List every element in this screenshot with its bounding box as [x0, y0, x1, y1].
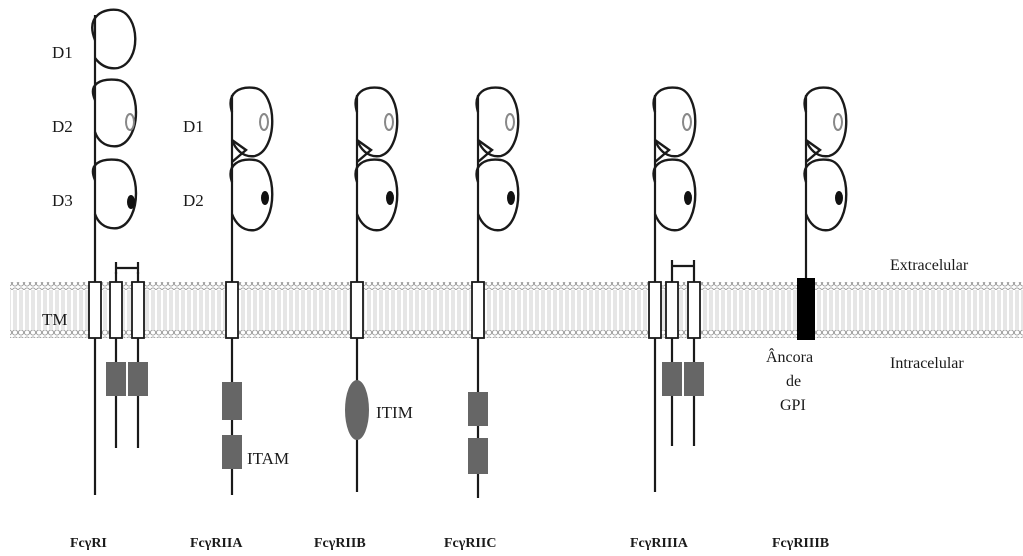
receptor-name-fcgri: FcγRI: [70, 536, 107, 551]
itam-label: ITAM: [247, 449, 289, 468]
membrane-inner-heads: [10, 330, 1023, 338]
receptor-name-fcgriic: FcγRIIC: [444, 536, 496, 551]
itim-label: ITIM: [376, 403, 413, 422]
receptor-name-fcgriia: FcγRIIA: [190, 536, 243, 551]
receptor-name-fcgriiia: FcγRIIIA: [630, 536, 689, 551]
receptor-fcgri: [89, 10, 148, 495]
receptor-name-fcgriiib: FcγRIIIB: [772, 536, 829, 551]
domain-label-fcgri-d3: D3: [52, 191, 73, 210]
extracellular-label: Extracelular: [890, 257, 969, 274]
cell-membrane: [10, 282, 1023, 338]
receptor-fcgriiia: [649, 88, 704, 492]
gpi-label-line1: Âncora: [766, 347, 813, 366]
domain-label-fcgriia-d2: D2: [183, 191, 204, 210]
domain-label-fcgriia-d1: D1: [183, 117, 204, 136]
membrane-tails: [10, 290, 1023, 330]
receptor-name-fcgriib: FcγRIIB: [314, 536, 366, 551]
intracellular-label: Intracelular: [890, 355, 964, 372]
domain-label-fcgri-d2: D2: [52, 117, 73, 136]
membrane-outer-heads: [10, 282, 1023, 290]
gpi-anchor: [797, 278, 815, 340]
gpi-label-line2: de: [786, 373, 801, 390]
domain-label-fcgri-d1: D1: [52, 43, 73, 62]
itim-motif: [345, 380, 369, 440]
gpi-label-line3: GPI: [780, 397, 806, 414]
tm-label: TM: [42, 310, 68, 329]
